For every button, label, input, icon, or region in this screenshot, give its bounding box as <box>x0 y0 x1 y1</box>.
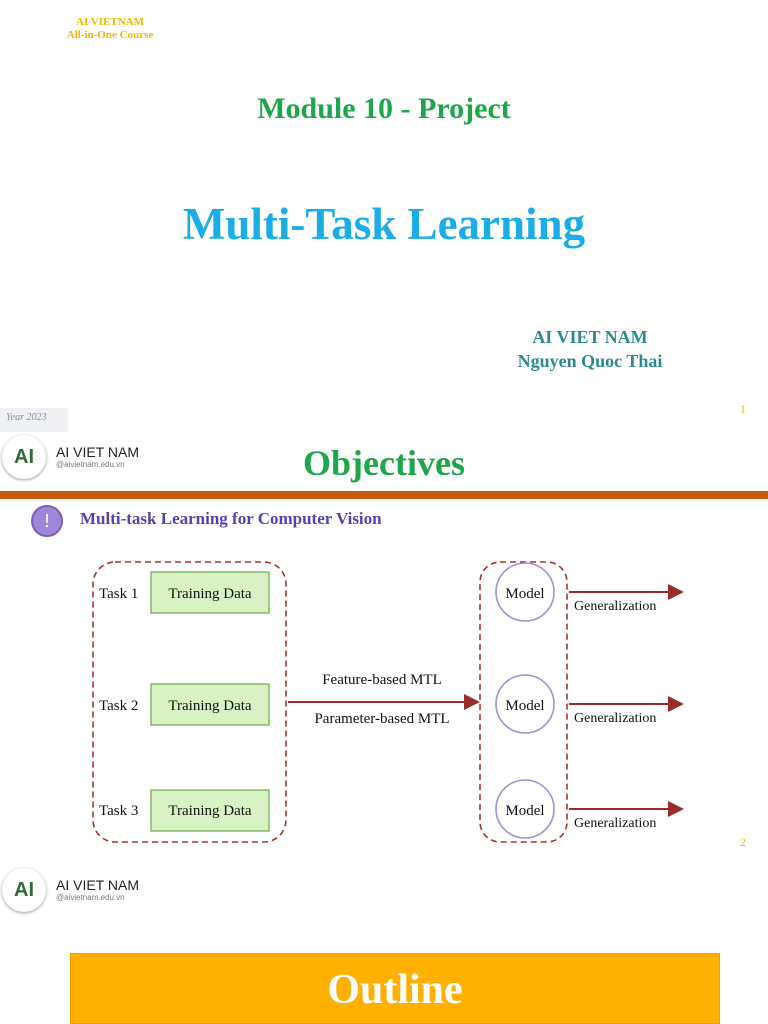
logo-mark: AI <box>2 435 46 479</box>
module-title: Module 10 - Project <box>257 92 511 125</box>
main-title: Multi-Task Learning <box>182 199 586 249</box>
model-label: Model <box>505 586 544 602</box>
arrow-label-parameter: Parameter-based MTL <box>314 711 449 727</box>
logo: AI AI VIET NAM @aivietnam.edu.vn <box>2 868 139 912</box>
generalization-label: Generalization <box>574 599 656 614</box>
model-circle <box>495 562 555 622</box>
logo-name: AI VIET NAM <box>56 877 139 893</box>
model-label: Model <box>505 698 544 714</box>
training-data-label: Training Data <box>168 698 252 714</box>
logo: AI AI VIET NAM @aivietnam.edu.vn <box>2 435 139 479</box>
generalization-label: Generalization <box>574 816 656 831</box>
task-label: Task 2 <box>99 698 138 714</box>
brand-name: AI VIETNAM <box>76 16 144 28</box>
exclamation-icon: ! <box>31 505 63 537</box>
mtl-diagram: Task 1 Training Data Task 2 Training Dat… <box>92 561 684 843</box>
model-circle <box>495 779 555 839</box>
model-circle <box>495 674 555 734</box>
arrow-label-feature: Feature-based MTL <box>322 672 442 688</box>
author-block: AI VIET NAM Nguyen Quoc Thai <box>480 325 700 373</box>
slide-title-objectives: Objectives <box>303 443 465 483</box>
training-data-label: Training Data <box>168 586 252 602</box>
brand-tagline: All-in-One Course <box>66 29 154 41</box>
author-org: AI VIET NAM <box>532 327 648 347</box>
header-divider <box>0 491 768 499</box>
task-label: Task 1 <box>99 586 138 602</box>
training-data-box <box>150 683 270 726</box>
author-name: Nguyen Quoc Thai <box>517 351 663 371</box>
logo-mark: AI <box>2 868 46 912</box>
brand-header: AI VIETNAM All-in-One Course <box>64 16 156 42</box>
generalization-label: Generalization <box>574 711 656 726</box>
training-data-box <box>150 789 270 832</box>
logo-url: @aivietnam.edu.vn <box>56 893 125 902</box>
training-data-label: Training Data <box>168 803 252 819</box>
slide-subtitle: Multi-task Learning for Computer Vision <box>80 509 382 528</box>
models-group-border <box>479 561 568 843</box>
logo-name: AI VIET NAM <box>56 444 139 460</box>
tasks-group-border <box>92 561 287 843</box>
logo-url: @aivietnam.edu.vn <box>56 460 125 469</box>
task-label: Task 3 <box>99 803 138 819</box>
year-tag: Year 2023 <box>0 408 68 432</box>
slide-title-outline: Outline <box>70 953 720 1024</box>
model-label: Model <box>505 803 544 819</box>
page-number-2: 2 <box>740 835 746 849</box>
page-number-1: 1 <box>740 402 746 416</box>
training-data-box <box>150 571 270 614</box>
